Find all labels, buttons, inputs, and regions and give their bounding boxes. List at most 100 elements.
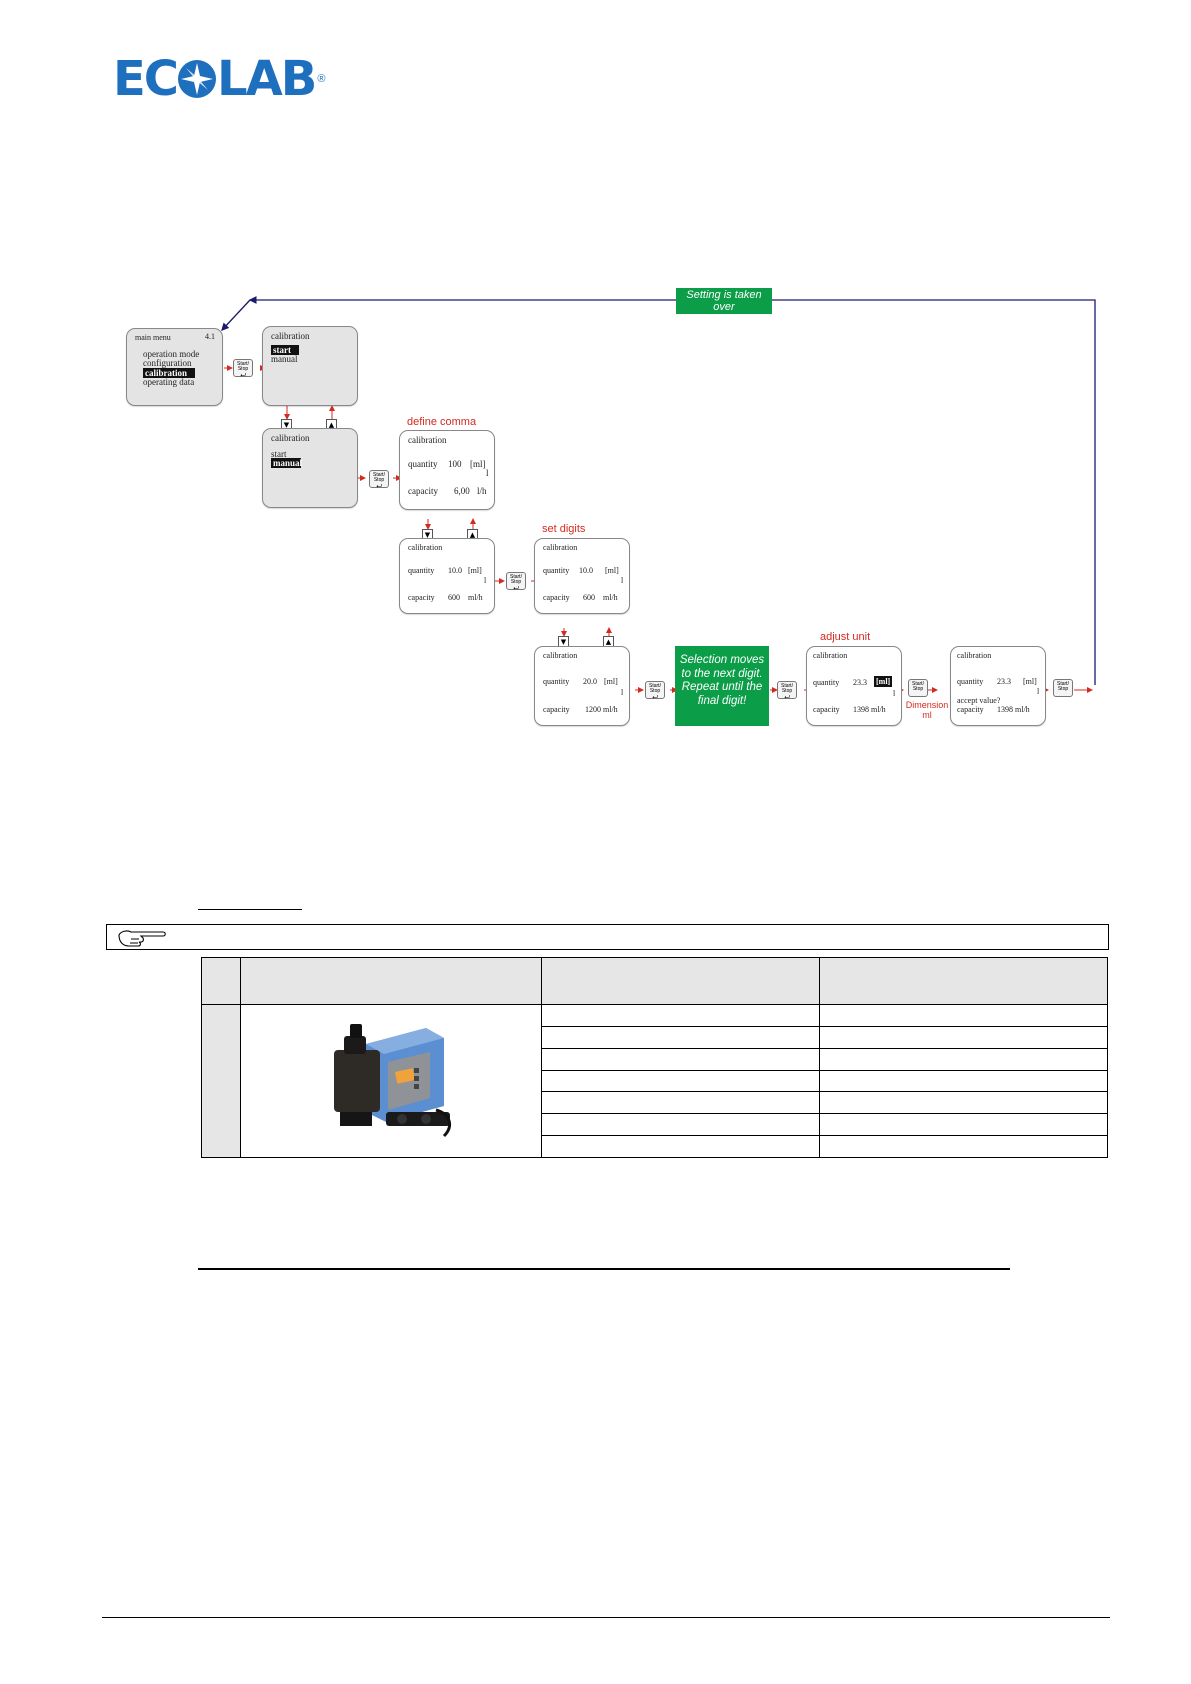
table-row — [202, 1091, 1108, 1115]
capacity-value: 1398 ml/h — [853, 705, 886, 714]
quantity-value: 23.3 — [997, 677, 1011, 686]
calibration-flow-diagram: Setting is taken over main menu 4.1 oper… — [120, 280, 1100, 740]
table-cell — [541, 1091, 820, 1115]
header-cell — [819, 957, 1108, 1005]
capacity-value: 1200 ml/h — [585, 705, 618, 714]
quantity-unit-selected: [ml] — [874, 676, 893, 687]
pump-image-cell — [240, 1004, 542, 1158]
capacity-unit: ml/h — [603, 593, 618, 602]
capacity-label: capacity — [408, 593, 435, 602]
dosing-pump-image — [334, 1023, 452, 1137]
adjust-unit-screen: calibration quantity 23.3 [ml] l capacit… — [806, 646, 902, 726]
logo-registered: ® — [317, 73, 326, 85]
table-row — [202, 1047, 1108, 1071]
table-header-row — [201, 957, 1108, 1005]
start-stop-key: Start/Stop — [1053, 679, 1073, 697]
table-cell — [541, 1135, 820, 1158]
note-box — [106, 924, 1109, 950]
adjust-unit-label: adjust unit — [820, 631, 871, 643]
setting-taken-over-note: Setting is taken over — [676, 288, 772, 314]
table-cell — [819, 1069, 1108, 1093]
table-row — [202, 1025, 1108, 1049]
define-comma-screen: calibration quantity 100 [ml] l capacity… — [399, 430, 495, 510]
header-cell — [201, 957, 241, 1005]
calibration-manual-screen: calibration start manual — [262, 428, 358, 508]
capacity-value: 6,00 — [454, 486, 470, 496]
key-label: Stop — [1057, 686, 1069, 692]
selection-moves-note: Selection moves to the next digit. Repea… — [675, 646, 769, 726]
key-label: Start/ — [510, 574, 522, 580]
screen-title: calibration — [813, 651, 848, 660]
quantity-label: quantity — [543, 566, 570, 575]
capacity-label: capacity — [543, 593, 570, 602]
capacity-value: 1398 ml/h — [997, 705, 1030, 714]
table-cell — [819, 1091, 1108, 1115]
quantity-label: quantity — [408, 566, 435, 575]
capacity-label: capacity — [813, 705, 840, 714]
quantity-value: 20.0 — [583, 677, 597, 686]
key-label: Start/ — [373, 472, 385, 478]
return-icon: ⮠ — [376, 483, 382, 490]
menu-item-calibration: calibration — [143, 368, 195, 378]
screen-title: calibration — [408, 543, 443, 552]
start-option: start — [271, 345, 299, 355]
table-cell — [819, 1047, 1108, 1071]
quantity-label: quantity — [408, 459, 438, 469]
calibration-start-screen: calibration start manual — [262, 326, 358, 406]
table-cell — [819, 1113, 1108, 1137]
key-label: Stop — [237, 366, 249, 372]
manual-option: manual — [271, 354, 298, 364]
table-cell — [541, 1025, 820, 1049]
screen-title: calibration — [543, 651, 578, 660]
unit-l: l — [621, 576, 624, 585]
key-label: Start/ — [1057, 681, 1069, 687]
accept-value-prompt: accept value? — [957, 696, 1001, 705]
quantity-unit: [ml] — [1023, 677, 1037, 686]
quantity-value: 10.0 — [579, 566, 593, 575]
quantity-unit: [ml] — [468, 566, 482, 575]
start-stop-key: Start/Stop⮠ — [233, 359, 253, 379]
unit-l: l — [893, 689, 896, 698]
quantity-unit: [ml] — [470, 459, 486, 469]
start-option: start — [271, 449, 287, 459]
dimension-label: Dimension ml — [905, 700, 949, 720]
capacity-value: 600 — [448, 593, 460, 602]
capacity-value: 600 — [583, 593, 595, 602]
section-separator — [198, 1268, 1010, 1270]
quantity-value: 100 — [448, 459, 462, 469]
table-row — [202, 1135, 1108, 1158]
digit-set-screen: calibration quantity 20.0 [ml] l capacit… — [534, 646, 630, 726]
key-label: Start/ — [912, 681, 924, 687]
quantity-label: quantity — [813, 678, 840, 687]
table-cell — [541, 1047, 820, 1071]
main-menu-title: main menu — [135, 333, 171, 342]
row-number-cell — [201, 1004, 241, 1158]
key-label: Stop — [781, 688, 793, 694]
capacity-label: capacity — [543, 705, 570, 714]
table-cell — [819, 1004, 1108, 1027]
table-cell — [541, 1069, 820, 1093]
key-label: Stop — [912, 686, 924, 692]
logo-star-icon — [178, 60, 217, 98]
key-label: Start/ — [237, 361, 249, 367]
table-row — [202, 1069, 1108, 1093]
accept-value-screen: calibration quantity 23.3 [ml] l accept … — [950, 646, 1046, 726]
screen-title: calibration — [271, 433, 310, 443]
screen-title: calibration — [957, 651, 992, 660]
main-menu-screen: main menu 4.1 operation mode configurati… — [126, 328, 223, 406]
unit-l: l — [484, 576, 487, 585]
capacity-unit: l/h — [477, 486, 487, 496]
capacity-unit: ml/h — [468, 593, 483, 602]
quantity-value: 10.0 — [448, 566, 462, 575]
key-label: Stop — [510, 579, 522, 585]
quantity-unit: [ml] — [604, 677, 618, 686]
set-digits-label: set digits — [542, 523, 586, 535]
key-label: Start/ — [781, 683, 793, 689]
menu-item-operating-data: operating data — [143, 377, 195, 387]
screen-title: calibration — [408, 435, 447, 445]
unit-l: l — [1037, 687, 1040, 696]
return-icon: ⮠ — [513, 585, 519, 592]
spec-table — [201, 957, 1108, 1158]
screen-title: calibration — [271, 331, 310, 341]
menu-item-configuration: configuration — [143, 358, 192, 368]
